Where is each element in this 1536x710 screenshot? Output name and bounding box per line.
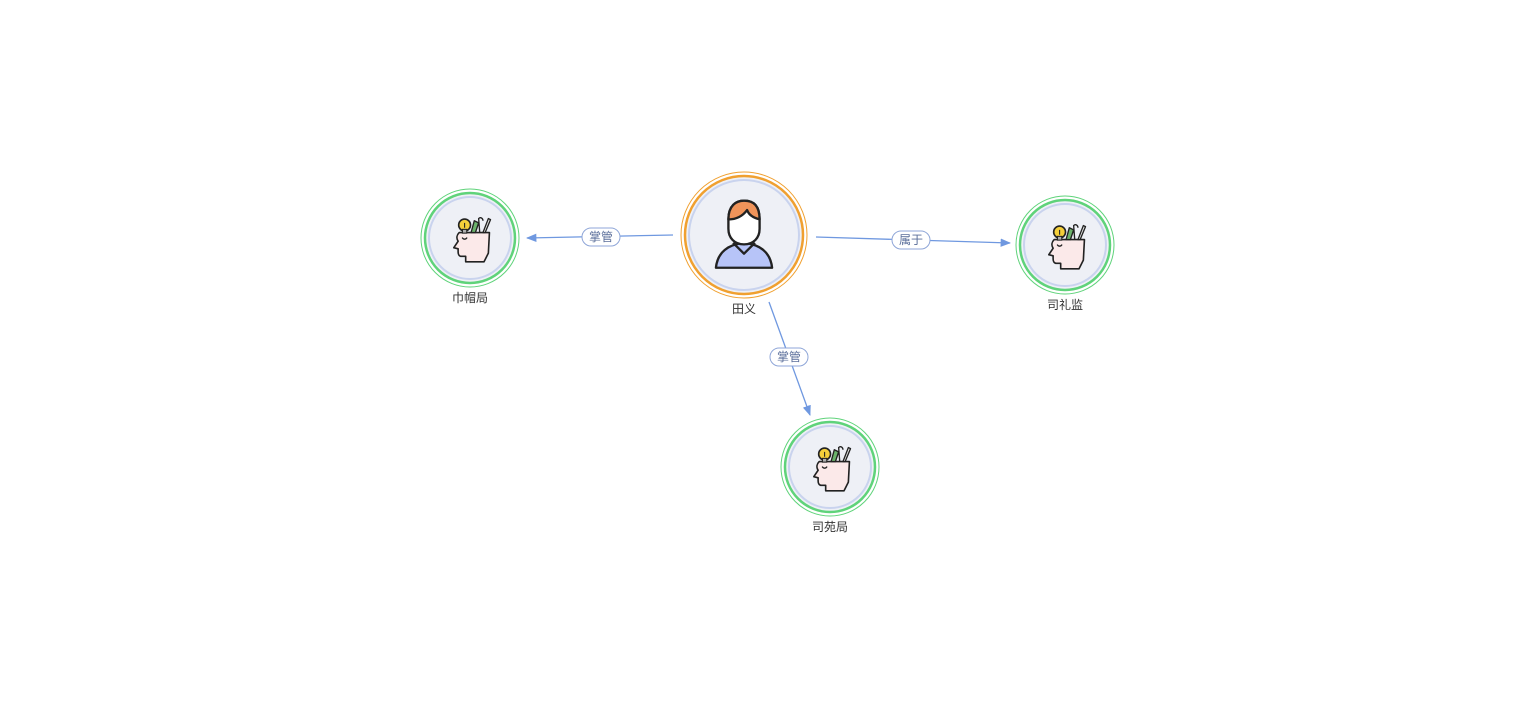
node-label: 巾帽局	[452, 290, 488, 305]
edge-labels-layer: 掌管 属于 掌管	[581, 227, 931, 367]
node-outer-ring	[1015, 195, 1115, 295]
edge-label-tianyi-siyuan[interactable]: 掌管	[769, 347, 809, 367]
node-inner-ring	[428, 196, 512, 280]
node-inner-ring	[788, 425, 872, 509]
edge-label-tianyi-sili[interactable]: 属于	[891, 230, 931, 250]
node-outer-ring	[420, 188, 520, 288]
node-label: 田义	[732, 302, 756, 316]
node-inner-ring	[1023, 203, 1107, 287]
node-outer-ring	[680, 171, 808, 299]
node-inner-ring	[688, 179, 800, 291]
node-label: 司礼监	[1047, 297, 1083, 312]
node-tianyi[interactable]: 田义	[680, 171, 808, 316]
edge-label-box	[769, 347, 809, 367]
node-outer-ring	[780, 417, 880, 517]
edge-label-box	[891, 230, 931, 250]
edge-label-text: 掌管	[777, 349, 801, 364]
node-label: 司苑局	[812, 520, 848, 534]
edge-label-text: 掌管	[589, 229, 613, 244]
edge-label-text: 属于	[899, 233, 923, 247]
node-sili[interactable]: 司礼监	[1015, 195, 1115, 312]
edge-label-box	[581, 227, 621, 247]
edge-label-tianyi-jinmao[interactable]: 掌管	[581, 227, 621, 247]
node-siyuan[interactable]: 司苑局	[780, 417, 880, 534]
node-jinmao[interactable]: 巾帽局	[420, 188, 520, 305]
nodes-layer: 田义 巾帽局 司礼监 司苑局	[420, 171, 1115, 534]
